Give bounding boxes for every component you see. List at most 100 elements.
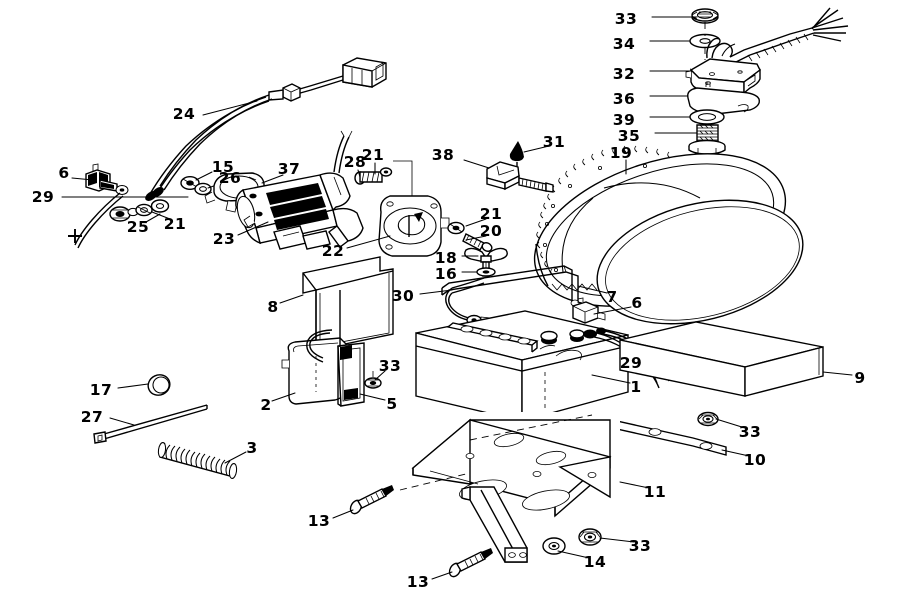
callout-39: 39 [613,111,636,129]
part-9-battery-cover [619,321,824,397]
callout-27: 27 [81,408,104,426]
callout-1: 1 [630,378,641,396]
callout-21-left: 21 [164,215,187,233]
callout-25: 25 [127,218,150,236]
callout-37: 37 [278,160,301,178]
callout-labels: 33 34 32 36 39 35 31 19 38 24 15 21 28 2… [32,10,865,591]
part-19-flywheel-ring-gear [533,145,804,325]
callout-33-clamp: 33 [379,357,402,375]
callout-9: 9 [854,369,865,387]
leader-33-clamp [374,370,386,381]
part-16-washer [476,267,496,277]
part-35-bolt [688,124,726,155]
leader-30 [419,289,453,295]
part-22-starter-mount [378,195,450,257]
callout-23: 23 [213,230,236,248]
part-17-grommet [147,374,171,396]
callout-18: 18 [435,249,458,267]
callout-21-top: 21 [362,146,385,164]
part-15-lock-washer [180,175,200,190]
callout-10: 10 [744,451,767,469]
part-33-hex-nut-clamp [364,371,382,389]
part-11-battery-tray-iso [399,412,620,518]
callout-14: 14 [584,553,607,571]
part-13-bolt-bottom [448,548,493,578]
part-29-ground-cable-left [68,192,124,249]
callout-22: 22 [322,242,345,260]
leader-2 [271,392,296,402]
callout-32: 32 [613,65,636,83]
part-26-flat-washer [194,182,212,196]
leader-25 [145,213,161,223]
part-27-cable-tie [93,404,208,444]
part-21-lock-washer-right [447,221,465,235]
leader-33-bottom [599,537,635,543]
gear-teeth-detail [536,145,671,276]
callout-5: 5 [386,395,397,413]
part-21-lock-washer-left [135,199,170,217]
callout-34: 34 [613,35,636,53]
callout-20: 20 [480,222,503,240]
part-21-lock-washer-top [379,167,393,177]
leader-14 [557,550,590,559]
part-13-bolt-upper [349,485,394,515]
callout-24: 24 [173,105,196,123]
callout-33-strap: 33 [739,423,762,441]
part-32-voltage-regulator [685,7,849,95]
callout-38: 38 [432,146,455,164]
part-33-hex-nut-bottom [578,528,602,546]
leader-10 [721,449,750,457]
part-14-washer [542,537,566,555]
part-39-washer [689,109,725,125]
leader-15 [195,171,213,181]
leader-21-left [151,211,171,220]
leader-9 [822,371,853,376]
part-18-wing-nut [464,247,508,277]
callout-16: 16 [435,265,458,283]
leader-17 [117,383,149,389]
leader-20 [465,235,487,241]
part-33-hex-nut-top [691,8,719,24]
leader-27 [109,417,135,426]
callout-35: 35 [618,127,641,145]
part-3-spring [157,442,238,479]
callout-15: 15 [212,158,235,176]
callout-21-right: 21 [480,205,503,223]
leader-24 [202,100,258,116]
callout-11: 11 [644,483,667,501]
part-24-wire-harness [145,57,387,201]
callout-33-bottom: 33 [629,537,652,555]
leader-33-strap [715,418,746,429]
part-6-battery-terminal-left [85,163,129,196]
part-23-starter-motor [235,130,364,250]
leader-5 [359,393,386,401]
leader-3 [224,451,247,464]
callout-8: 8 [267,298,278,316]
leader-6-left [71,177,94,181]
callout-33-top: 33 [615,10,638,28]
part-2-battery-box [281,337,347,405]
callout-36: 36 [613,90,636,108]
callout-3: 3 [246,439,257,457]
callout-17: 17 [90,381,113,399]
leader-6-right [593,306,632,315]
callout-13-upper: 13 [308,512,331,530]
callout-2: 2 [260,396,271,414]
leader-13-upper [332,509,354,519]
callout-6-right: 6 [631,294,642,312]
leader-11 [619,481,650,489]
part-1-battery [415,310,629,422]
leader-1 [591,374,631,384]
harness-ribs [747,33,809,62]
leader-13-bottom [431,571,453,580]
part-34-flat-washer [689,33,721,49]
callout-26: 26 [219,169,242,187]
callout-31: 31 [543,133,566,151]
leader-28 [357,169,361,178]
callout-29-right: 29 [620,354,643,372]
leader-22 [346,235,391,249]
leader-31 [523,145,550,153]
leader-7 [577,285,608,294]
leader-8 [279,294,304,304]
